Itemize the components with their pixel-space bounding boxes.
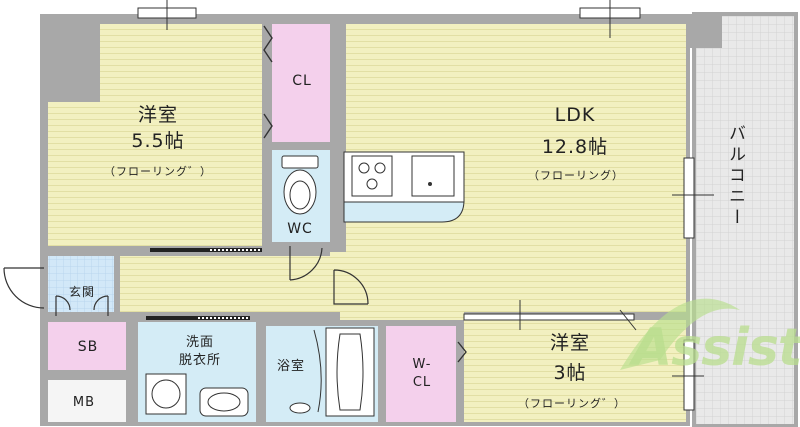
meter-box-floor: [48, 380, 126, 422]
ldk-name: LDK: [554, 104, 596, 126]
balcony-area: [692, 12, 798, 427]
balcony-window: [672, 157, 714, 239]
window-top-right: [579, 0, 641, 38]
balcony-label: バルコニー: [725, 124, 745, 229]
hallway-floor: [120, 256, 342, 312]
sink-icon: [411, 155, 455, 197]
ldk-size: 12.8帖: [541, 136, 609, 158]
meter-box-label: MB: [72, 395, 96, 410]
closet-1-floor: [272, 24, 330, 142]
western-room-2-size: 3帖: [553, 362, 587, 384]
sliding-partition: [463, 300, 637, 331]
wc-door: [289, 246, 323, 281]
window-top-left: [137, 0, 197, 30]
closet-1-label: CL: [292, 73, 312, 89]
wc-label: WC: [287, 221, 313, 237]
shoe-box-floor: [48, 322, 126, 370]
western-room-2-name: 洋室: [549, 332, 590, 354]
watermark-swoosh: [620, 298, 740, 370]
bathtub-icon: [325, 327, 375, 417]
bath-drain-icon: [289, 402, 311, 414]
bath-door: [313, 329, 322, 413]
entrance-inner-door: [55, 295, 109, 316]
shoe-box-label: SB: [77, 339, 99, 355]
closet-folding-door: [263, 25, 273, 139]
entrance-label: 玄関: [68, 285, 95, 299]
walkin-closet-door: [457, 341, 467, 363]
toilet-icon: [281, 155, 319, 215]
washroom-label: 洗面 脱衣所: [178, 335, 221, 368]
basin-icon: [199, 387, 249, 417]
walkin-closet-floor: [386, 326, 456, 422]
western-room-1-floor: [48, 24, 262, 246]
stove-icon: [351, 155, 393, 197]
western-room-2-window: [672, 339, 704, 411]
walkin-closet-label: W- CL: [412, 357, 432, 391]
western-room-1-size: 5.5帖: [131, 130, 185, 152]
entrance-door: [3, 267, 45, 309]
ldk-door: [333, 269, 369, 305]
kitchen-counter: [343, 151, 465, 223]
bathroom-label: 浴室: [276, 359, 305, 374]
washing-machine-icon: [145, 373, 187, 415]
western-room-1-name: 洋室: [137, 104, 178, 126]
ldk-floor: [330, 24, 686, 320]
western-room-1-floor-type: （フローリング゛）: [104, 165, 212, 178]
entrance-floor: [48, 256, 114, 312]
western-room-2-floor-type: （フローリング゛）: [518, 397, 626, 410]
ldk-floor-type: （フローリング）: [528, 169, 624, 182]
watermark-logo: Assist: [632, 318, 800, 378]
